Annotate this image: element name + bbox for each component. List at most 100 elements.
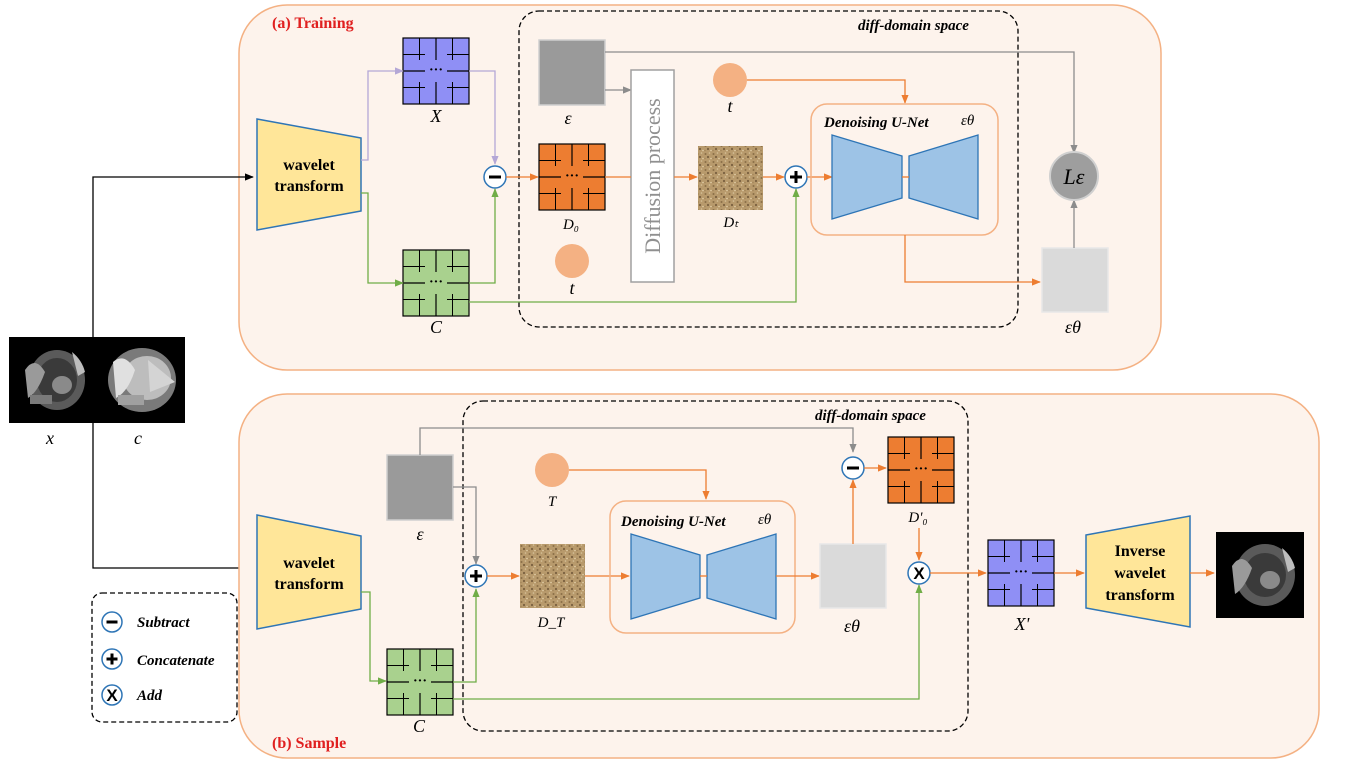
training-t-circle-bottom [555,244,589,278]
sample-noise-square [386,454,454,521]
sample-T-circle [535,453,569,487]
svg-text:···: ··· [429,63,443,78]
svg-text:···: ··· [914,462,928,477]
arrow-input-to-sample-wavelet [92,423,254,572]
training-title: (a) Training [272,15,354,32]
svg-text:···: ··· [429,275,443,290]
training-concat-op [784,165,808,189]
training-d0-grid: ··· [538,143,606,211]
sample-unet-decoder [706,533,777,620]
inverse-wavelet-block [1085,515,1191,628]
training-label-eps: ε [564,108,572,128]
loss-label: Lε [1063,164,1085,189]
input-image-c [93,337,185,423]
svg-text:···: ··· [1014,565,1028,580]
arrow-sample-c-to-concat [453,588,480,683]
arrow-sample-wavelet-to-c [361,591,387,685]
arrow-unet-to-eps-theta [904,235,1041,286]
training-wavelet-block [256,118,362,231]
training-label-t-top: t [727,96,733,116]
legend-box [91,592,238,723]
training-unet-encoder [831,134,903,220]
arrow-input-to-training-wavelet [92,173,254,337]
training-label-x: X [430,106,443,126]
sample-subtract-op [841,456,865,480]
arrow-x-to-subtract [469,70,499,165]
sample-title: (b) Sample [272,735,346,752]
training-wavelet-label-2: transform [274,178,344,195]
arrow-eps-to-loss [605,51,1078,154]
training-label-dt: Dₜ [722,215,739,231]
inverse-wavelet-label-1: Inverse [1115,543,1166,560]
sample-label-d0p: D'₀ [907,510,927,526]
arrow-c-to-concat [469,188,800,303]
training-unet-decoder [908,134,979,220]
sample-unet-box [609,500,796,634]
sample-diff-domain-box [462,400,969,732]
training-t-circle-top [713,63,747,97]
training-diff-domain-box [518,10,1019,328]
sample-label-eps-theta: εθ [844,616,860,636]
sample-wavelet-label-2: transform [274,576,344,593]
sample-d0p-grid: ··· [887,436,955,504]
svg-text:X: X [106,686,118,705]
training-noise-square [538,39,606,106]
legend-add-label: Add [136,688,163,704]
legend-subtract-icon [101,611,123,633]
sample-unet-encoder [630,533,701,620]
arrow-eps-to-subtract-sample [419,427,857,455]
output-image [1216,532,1304,618]
training-x-grid: ··· [402,37,470,105]
training-unet-eps: εθ [961,113,975,129]
training-subtract-op [483,165,507,189]
training-wavelet-label-1: wavelet [283,157,335,174]
training-eps-theta-square [1041,247,1109,313]
sample-c-grid: ··· [386,648,454,716]
input-label-c: c [134,428,142,448]
legend-add-icon: X [101,684,123,706]
arrow-t-to-unet [747,79,909,104]
sample-space-title: diff-domain space [815,408,926,424]
arrow-c-to-subtract [469,188,499,284]
arrow-wavelet-to-x [361,67,404,161]
sample-wavelet-label-1: wavelet [283,555,335,572]
training-label-eps-theta: εθ [1065,317,1081,337]
diffusion-process-box [630,69,675,283]
sample-concat-op [464,564,488,588]
legend-concat-icon [101,648,123,670]
arrow-T-to-unet [569,469,710,500]
svg-text:···: ··· [565,169,579,184]
arrow-eps-to-concat-sample [453,486,480,565]
training-unet-title: Denoising U-Net [823,115,929,131]
loss-circle [1049,151,1099,201]
sample-label-T: T [548,494,558,510]
svg-text:X: X [913,564,925,583]
arrow-sample-c-to-add [453,584,923,700]
legend-concat-label: Concatenate [137,653,215,669]
diffusion-process-label: Diffusion process [640,98,665,253]
input-label-x: x [45,428,54,448]
inverse-wavelet-label-3: transform [1105,587,1175,604]
sample-eps-theta-square [819,543,887,609]
arrow-wavelet-to-c [361,192,404,287]
svg-text:···: ··· [413,674,427,689]
sample-add-op: X [907,561,931,585]
sample-label-dT: D_T [537,615,566,631]
inverse-wavelet-label-2: wavelet [1114,565,1166,582]
sample-dT-image [520,544,585,608]
training-label-t-bottom: t [569,278,575,298]
legend-subtract-label: Subtract [137,615,190,631]
training-label-c: C [430,317,443,337]
sample-label-c: C [413,716,426,736]
training-space-title: diff-domain space [858,18,969,34]
sample-unet-eps: εθ [758,512,772,528]
input-image-x [9,337,93,423]
sample-xp-grid: ··· [987,539,1055,607]
training-dt-image [698,146,763,210]
sample-label-xp: X' [1014,614,1031,634]
training-label-d0: D₀ [562,217,579,233]
training-c-grid: ··· [402,249,470,317]
sample-wavelet-block [256,514,362,630]
sample-label-eps: ε [416,524,424,544]
